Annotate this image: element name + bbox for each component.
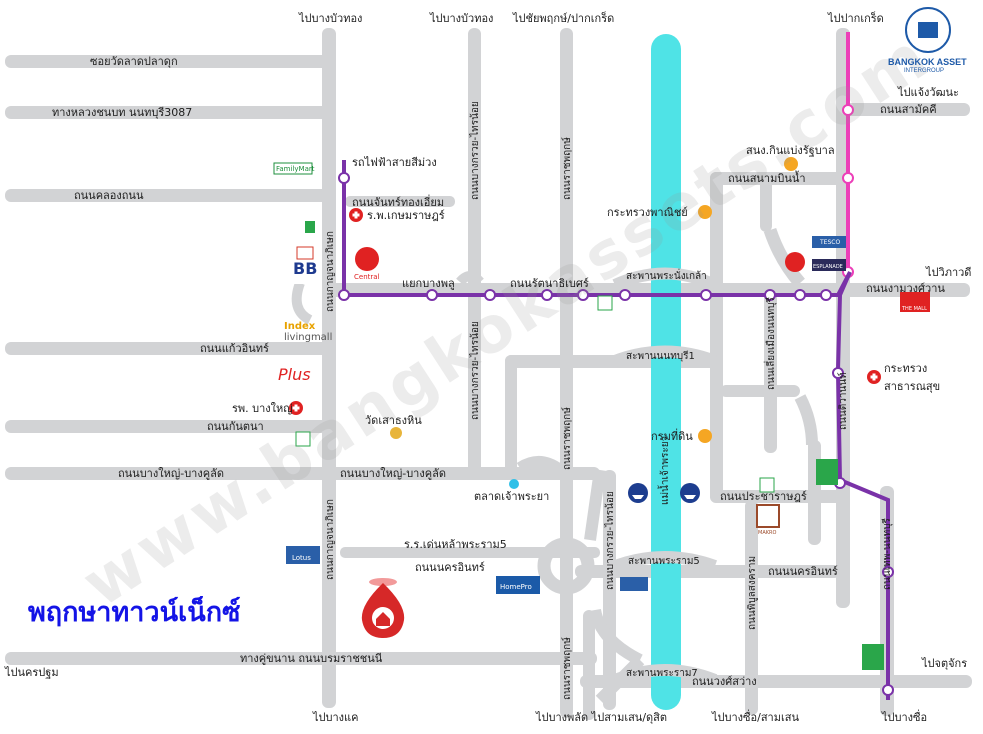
road-bypass-nonthaburi: ถนนเลี่ยงเมืองนนทบุรี bbox=[766, 297, 777, 390]
road-ratchaphruek-3: ถนนราชพฤกษ์ bbox=[562, 637, 573, 700]
road-khlong-thanon: ถนนคลองถนน bbox=[74, 189, 144, 202]
road-bangkruai-sainoi-3: ถนนบางกรวย-ไทรน้อย bbox=[605, 491, 616, 590]
brand-the-mall: THE MALL bbox=[902, 306, 927, 312]
road-nakhon-in: ถนนนครอินทร์ bbox=[415, 561, 485, 574]
chao-phraya-river bbox=[651, 34, 681, 710]
brand-index-sub: livingmall bbox=[284, 332, 333, 343]
direction-vibhavadi: ไปวิภาวดี bbox=[926, 266, 972, 279]
road-prachachuen-nonthaburi: ถนนเทพ-นนทบุรี bbox=[882, 518, 893, 590]
road-ratchaphruek-2: ถนนราชพฤกษ์ bbox=[562, 407, 573, 470]
purple-line-stations bbox=[338, 172, 894, 696]
bridge-rama-5: สะพานพระราม5 bbox=[628, 556, 700, 567]
bridge-nonthaburi-1: สะพานนนทบุรี1 bbox=[626, 351, 695, 362]
place-land-dept: กรมที่ดิน bbox=[651, 430, 693, 443]
road-bang-phlu: แยกบางพลู bbox=[402, 277, 455, 290]
brand-central: Central bbox=[354, 273, 380, 281]
place-govt-lottery: สนง.กินแบ่งรัฐบาล bbox=[746, 144, 835, 157]
direction-nakhonpathom: ไปนครปฐม bbox=[5, 666, 59, 679]
road-tiwanon: ถนนติวานนท์ bbox=[838, 372, 849, 430]
road-kan-chana: ถนนกันตนา bbox=[207, 420, 264, 433]
direction-bangkhae: ไปบางแค bbox=[313, 711, 359, 724]
road-kanchanaphisek-2: ถนนกาญจนาภิเษก bbox=[325, 499, 336, 580]
brand-tesco: TESCO bbox=[820, 239, 841, 246]
road-samakkhi: ถนนสามัคคี bbox=[880, 103, 937, 116]
brand-logos bbox=[273, 7, 951, 670]
road-borom-ratchachonnani: ทางคู่ขนาน ถนนบรมราชชนนี bbox=[240, 652, 383, 665]
road-prachachuen: ถนนประชาราษฎร์ bbox=[720, 490, 807, 503]
road-bang-yai-bang-khu-lat: ถนนบางใหญ่-บางคูลัด bbox=[118, 467, 224, 480]
place-kasemrad: ร.พ.เกษมราษฎร์ bbox=[367, 209, 445, 222]
road-rattanathibet: ถนนรัตนาธิเบศร์ bbox=[510, 277, 589, 290]
bridges bbox=[612, 267, 718, 686]
place-chaopraya-market: ตลาดเจ้าพระยา bbox=[474, 490, 550, 503]
road-wongsawang: ถนนวงศ์สว่าง bbox=[692, 675, 757, 688]
brand-familymart: FamilyMart bbox=[276, 165, 315, 173]
poi-dots bbox=[390, 157, 798, 489]
bridge-phra-nang-klao: สะพานพระนั่งเกล้า bbox=[626, 271, 707, 282]
project-title: พฤกษาทาวน์เน็กซ์ bbox=[28, 597, 241, 628]
road-soi-wat-lat-pla-duk: ซอยวัดลาดปลาดุก bbox=[90, 55, 178, 68]
project-marker bbox=[361, 578, 405, 638]
brand-logo-name: BANGKOK ASSET bbox=[888, 57, 967, 67]
direction-chaiyaphruek: ไปชัยพฤกษ์/ปากเกร็ด bbox=[513, 12, 615, 25]
brand-makro: MAKRO bbox=[758, 530, 777, 536]
brand-lotus: Lotus bbox=[292, 554, 311, 562]
road-bangkruai-sainoi: ถนนบางกรวย-ไทรน้อย bbox=[470, 101, 481, 200]
direction-bangphlat: ไปบางพลัด ไปสามเสน/ดุสิต bbox=[536, 711, 668, 724]
road-kanchanaphisek: ถนนกาญจนาภิเษก bbox=[325, 231, 336, 312]
road-sanambinnam: ถนนสนามบินน้ำ bbox=[728, 172, 806, 185]
direction-chaengwattana: ไปแจ้งวัฒนะ bbox=[898, 86, 959, 99]
road-ratchaphruek: ถนนราชพฤกษ์ bbox=[562, 137, 573, 200]
place-ministry-health-2: สาธารณสุข bbox=[884, 380, 941, 393]
brand-esplanade: ESPLANADE bbox=[813, 264, 843, 270]
place-ministry-commerce: กระทรวงพาณิชย์ bbox=[607, 206, 688, 219]
direction-bangbuathong-2: ไปบางบัวทอง bbox=[430, 12, 494, 25]
road-nakhon-in-2: ถนนนครอินทร์ bbox=[768, 565, 838, 578]
brand-plus: Plus bbox=[278, 365, 311, 384]
brand-bb: BB bbox=[293, 259, 318, 278]
place-school: ร.ร.เด่นหล้าพระราม5 bbox=[404, 538, 507, 551]
bridge-rama-7: สะพานพระราม7 bbox=[626, 668, 698, 679]
road-bang-yai-bang-khu-lat-2: ถนนบางใหญ่-บางคูลัด bbox=[340, 467, 446, 480]
direction-bangsue: ไปบางซื่อ bbox=[882, 711, 928, 724]
place-wat-sao-thong-hin: วัดเสาธงหิน bbox=[365, 414, 422, 427]
place-purple-line: รถไฟฟ้าสายสีม่วง bbox=[352, 156, 437, 169]
direction-pakkret: ไปปากเกร็ด bbox=[828, 12, 884, 25]
ferry-icons bbox=[628, 483, 700, 503]
brand-logo-sub: INTERGROUP bbox=[904, 68, 945, 74]
road-ngamwongwan: ถนนงามวงศ์วาน bbox=[866, 282, 945, 295]
hospital-icons bbox=[289, 208, 881, 415]
direction-bangsue-samsen: ไปบางซื่อ/สามเสน bbox=[712, 711, 799, 724]
brand-index: Index bbox=[284, 321, 316, 332]
road-chaopraya-river: แม่น้ำเจ้าพระยา bbox=[660, 435, 671, 505]
road-route-3087: ทางหลวงชนบท นนทบุรี3087 bbox=[52, 106, 193, 119]
place-bang-yai-hosp: รพ. บางใหญ่ bbox=[232, 402, 293, 415]
place-ministry-health-1: กระทรวง bbox=[884, 362, 928, 375]
road-bangkruai-sainoi-2: ถนนบางกรวย-ไทรน้อย bbox=[470, 321, 481, 420]
road-kaew-in: ถนนแก้วอินทร์ bbox=[200, 342, 269, 355]
road-pibulsongkram: ถนนพิบูลสงคราม bbox=[747, 555, 758, 630]
direction-chatuchak: ไปจตุจักร bbox=[922, 657, 968, 670]
purple-line bbox=[342, 160, 890, 700]
brand-homepro: HomePro bbox=[500, 583, 532, 591]
road-chan-thong-iam: ถนนจันทร์ทองเอี่ยม bbox=[352, 196, 445, 209]
direction-bangbuathong-1: ไปบางบัวทอง bbox=[299, 12, 363, 25]
